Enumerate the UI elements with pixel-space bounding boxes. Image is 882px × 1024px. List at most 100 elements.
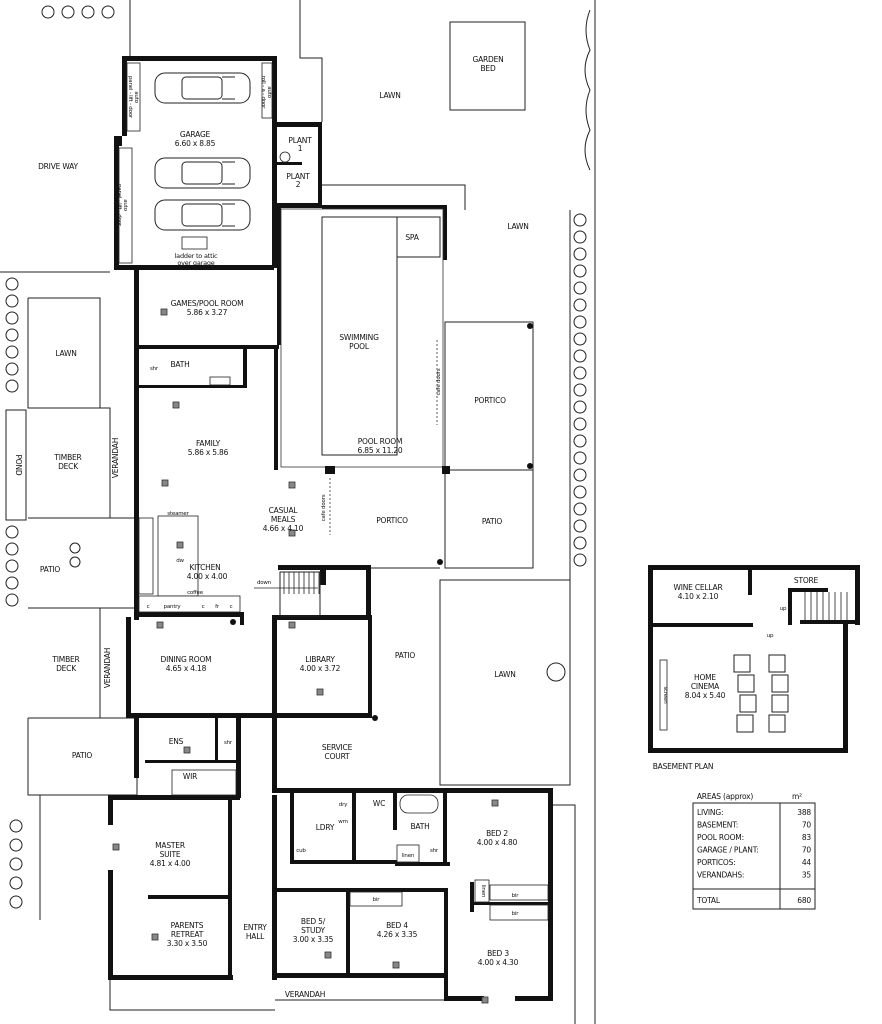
areas-title: AREAS (approx) bbox=[697, 792, 754, 801]
cinema-seat-icon bbox=[739, 694, 757, 713]
hedge-shrub-icon bbox=[573, 451, 587, 465]
hedge-shrub-icon bbox=[5, 277, 19, 291]
wir-label: WIR bbox=[183, 772, 197, 781]
hedge-shrub-icon bbox=[573, 400, 587, 414]
hedge-shrub-icon bbox=[5, 328, 19, 342]
steamer-label: steamer bbox=[167, 511, 189, 517]
hedge-shrub-icon bbox=[573, 332, 587, 346]
site-lines bbox=[0, 0, 596, 1024]
bath-label: BATH bbox=[170, 360, 189, 369]
hedge-shrub-icon bbox=[573, 264, 587, 278]
light-switch-marker bbox=[324, 951, 332, 959]
light-switch-marker bbox=[481, 996, 489, 1004]
hedge-shrub-icon bbox=[573, 247, 587, 261]
light-switch-marker bbox=[392, 961, 400, 969]
fridge-label: fr bbox=[215, 604, 220, 610]
ensuite-label: ENS bbox=[169, 737, 184, 746]
bir-label: bir bbox=[512, 911, 520, 917]
hedge-line-icon bbox=[584, 9, 591, 171]
shower-label: shr bbox=[430, 848, 439, 854]
hedge-shrub-icon bbox=[81, 5, 95, 19]
garage-door-top-right bbox=[261, 62, 273, 119]
car-icon bbox=[154, 72, 251, 104]
linen-label: linen bbox=[402, 853, 415, 859]
kitchen-island bbox=[157, 515, 199, 597]
hedge-shrub-icon bbox=[573, 502, 587, 516]
hedge-shrub-icon bbox=[573, 366, 587, 380]
hedge-shrub-icon bbox=[573, 468, 587, 482]
hedge-shrub-icon bbox=[573, 281, 587, 295]
area-row-value: 70 bbox=[802, 821, 812, 830]
light-switch-marker bbox=[160, 308, 168, 316]
lawn-label: LAWN bbox=[494, 670, 515, 679]
cupboard-label: c bbox=[230, 604, 233, 610]
linen-cupboard-bed bbox=[474, 879, 490, 903]
cafe-doors-label: cafe doors bbox=[436, 368, 442, 395]
cinema-seat-icon bbox=[736, 714, 754, 733]
light-switch-marker bbox=[151, 933, 159, 941]
lawn-lower-right bbox=[439, 579, 571, 786]
verandah-label: VERANDAH bbox=[285, 990, 325, 999]
cinema-seat-icon bbox=[768, 654, 786, 673]
down-label: down bbox=[257, 580, 272, 586]
area-row-value: 35 bbox=[802, 871, 812, 880]
vanity bbox=[209, 376, 231, 386]
hedge-shrub-icon bbox=[5, 311, 19, 325]
area-row-value: 70 bbox=[802, 846, 812, 855]
bir-bed3 bbox=[489, 904, 549, 921]
hedge-shrub-icon bbox=[9, 857, 23, 871]
swimming-pool bbox=[321, 216, 398, 456]
drive-way-label: DRIVE WAY bbox=[38, 162, 78, 171]
garage-door-top-left bbox=[126, 62, 141, 132]
hedge-row bbox=[5, 5, 591, 909]
light-switch-marker bbox=[112, 843, 120, 851]
hedge-shrub-icon bbox=[9, 838, 23, 852]
cupboard-label: c bbox=[202, 604, 205, 610]
garden-feature-icon bbox=[546, 662, 566, 682]
light-switch-marker bbox=[316, 688, 324, 696]
room-markers bbox=[112, 308, 499, 1004]
shower-label: shr bbox=[150, 366, 159, 372]
bath-label: BATH bbox=[410, 822, 429, 831]
up-label: up bbox=[780, 606, 787, 612]
light-switch-marker bbox=[161, 479, 169, 487]
hedge-shrub-icon bbox=[573, 434, 587, 448]
light-switch-marker bbox=[491, 799, 499, 807]
area-total-value: 680 bbox=[797, 896, 811, 905]
pond-label: POND bbox=[14, 454, 23, 475]
area-row-value: 388 bbox=[797, 808, 811, 817]
area-row-label: LIVING: bbox=[697, 808, 723, 817]
plant-tank bbox=[279, 151, 291, 163]
hedge-shrub-icon bbox=[9, 895, 23, 909]
area-row-label: PORTICOS: bbox=[697, 858, 736, 867]
hedge-shrub-icon bbox=[5, 345, 19, 359]
kitchen-bench bbox=[138, 517, 154, 595]
portico-label: PORTICO bbox=[376, 516, 408, 525]
linen-cupboard bbox=[396, 844, 420, 863]
bir-label: bir bbox=[373, 897, 381, 903]
light-switch-marker bbox=[176, 541, 184, 549]
garage-cars bbox=[154, 72, 251, 231]
basement-plan-title: BASEMENT PLAN bbox=[653, 762, 714, 771]
columns bbox=[230, 323, 533, 721]
coffee-label: coffee bbox=[187, 590, 204, 596]
cub-label: cub bbox=[296, 848, 306, 854]
cinema-seats bbox=[733, 592, 848, 733]
cinema-seat-icon bbox=[733, 654, 751, 673]
light-switch-marker bbox=[172, 401, 180, 409]
